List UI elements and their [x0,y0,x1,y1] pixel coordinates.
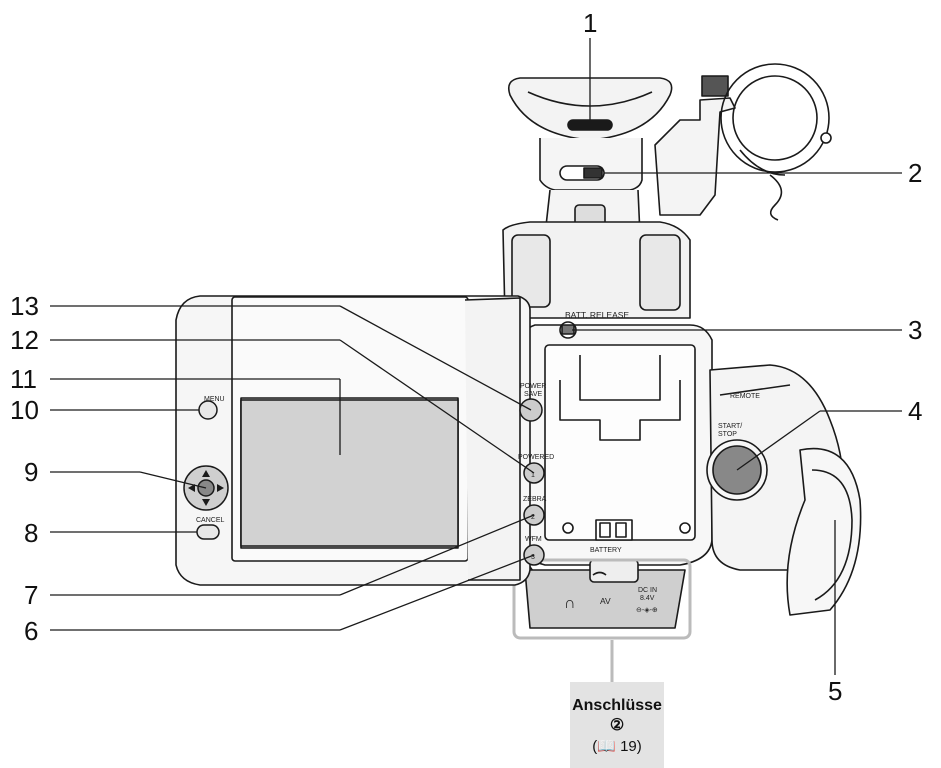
power-save-label-2: SAVE [524,391,542,398]
callout-7: 7 [24,580,38,610]
cancel-label: CANCEL [196,517,225,524]
powered-number: 1 [531,472,535,479]
zebra-label: ZEBRA [523,496,547,503]
handle [654,97,736,216]
power-save-label-1: POWER [520,383,546,390]
av-label: AV [600,596,611,606]
connectors-note: Anschlüsse ② (📖 19) [570,682,664,768]
callout-10: 10 [10,395,39,425]
callout-3: 3 [908,315,922,345]
viewfinder-body [539,138,643,191]
powered-label: POWERED [518,454,554,461]
callout-5: 5 [828,676,842,706]
menu-button [198,400,218,420]
battery-label: BATTERY [590,547,622,554]
cancel-button [196,524,220,540]
mic-holder [720,63,830,173]
connectors-note-title: Anschlüsse ② [572,697,662,734]
hand-strap [786,447,862,616]
callout-2: 2 [908,158,922,188]
menu-label: MENU [204,396,225,403]
callout-9: 9 [24,457,38,487]
batt-release-label: BATT. RELEASE [565,310,629,320]
start-stop-label-2: STOP [718,431,737,438]
zebra-number: 2 [531,514,535,521]
dc-polarity-symbol: ⊖-◈-⊕ [636,607,658,614]
connector-highlight [512,558,692,640]
callout-6: 6 [24,616,38,646]
handle-knob [701,75,729,97]
headphone-icon: ∩ [564,595,576,612]
dc-in-label-2: 8.4V [640,595,655,602]
remote-label: REMOTE [730,393,760,400]
callout-8: 8 [24,518,38,548]
dc-in-label-1: DC IN [638,587,657,594]
wfm-label: WFM [525,536,542,543]
callout-13: 13 [10,291,39,321]
battery-compartment [544,344,696,541]
callout-12: 12 [10,325,39,355]
callout-1: 1 [583,8,597,38]
page-reference-link[interactable]: (📖 19) [592,738,642,755]
callout-4: 4 [908,396,922,426]
callout-11: 11 [10,364,37,394]
leader-4 [736,410,821,471]
wfm-number: 3 [531,554,535,561]
start-stop-label-1: START/ [718,423,742,430]
